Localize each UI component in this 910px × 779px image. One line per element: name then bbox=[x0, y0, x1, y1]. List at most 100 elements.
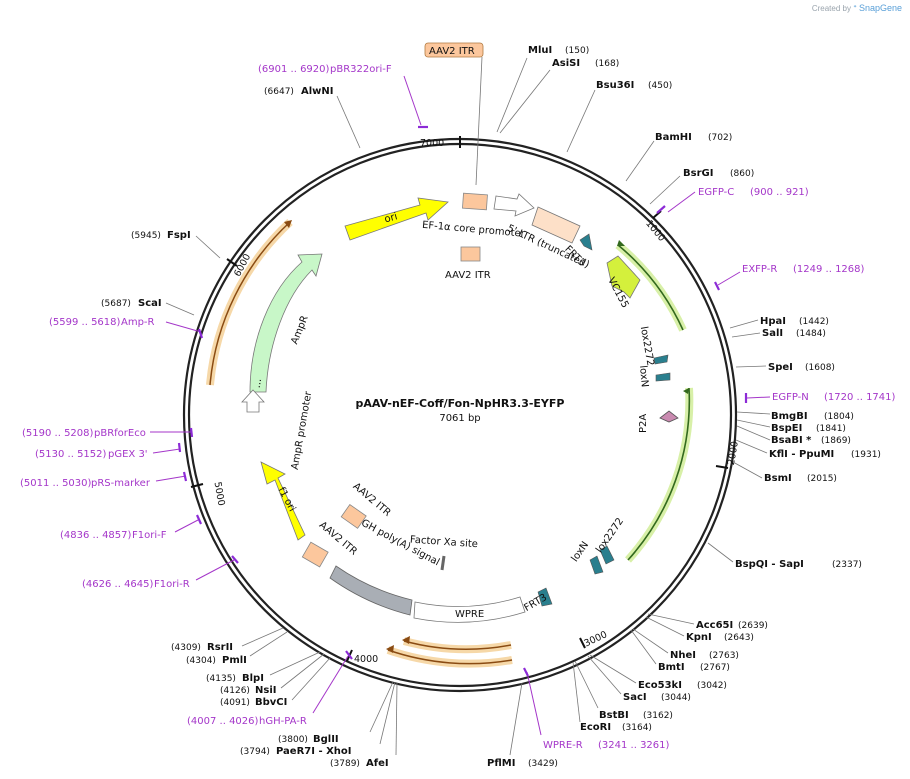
site-fspi[interactable]: (5945) FspI bbox=[131, 230, 221, 259]
site-sali[interactable]: SalI (1484) bbox=[731, 328, 826, 339]
site-bbvci[interactable]: (4091) BbvCI bbox=[220, 657, 331, 708]
svg-text:(4309): (4309) bbox=[171, 643, 201, 653]
feature-wpre[interactable]: WPRE bbox=[413, 596, 526, 623]
site-pflmi[interactable]: PflMI (3429) bbox=[487, 682, 558, 769]
svg-text:MluI: MluI bbox=[528, 45, 552, 56]
aav2-itr-top-leader bbox=[475, 56, 483, 186]
svg-text:(168): (168) bbox=[595, 59, 619, 69]
site-kpni[interactable]: KpnI (2643) bbox=[645, 616, 754, 643]
feature-orange-arrow-left[interactable] bbox=[206, 219, 293, 386]
svg-text:(5687): (5687) bbox=[101, 299, 131, 309]
feature-aav2-itr-lower-a[interactable]: AAV2 ITR bbox=[301, 520, 359, 568]
feature-orange-arrow-2[interactable] bbox=[386, 645, 513, 668]
site-pmli[interactable]: (4304) PmlI bbox=[186, 631, 288, 666]
svg-text:(4304): (4304) bbox=[186, 656, 216, 666]
site-mlui[interactable]: MluI (150) bbox=[496, 45, 589, 133]
svg-text:SpeI: SpeI bbox=[768, 362, 793, 373]
feature-vc155[interactable]: VC155 bbox=[605, 255, 641, 310]
feature-aav2-itr-top-box[interactable] bbox=[462, 192, 488, 211]
site-bstbi[interactable]: BstBI (3162) bbox=[574, 660, 673, 721]
feature-orange-arrow-1[interactable] bbox=[402, 636, 512, 654]
site-scai[interactable]: (5687) ScaI bbox=[101, 298, 195, 316]
feature-factor-xa-site[interactable]: Factor Xa site bbox=[410, 534, 479, 571]
svg-text:EcoRI: EcoRI bbox=[580, 722, 611, 733]
site-bsabi[interactable]: BsaBI * (1869) bbox=[736, 425, 851, 446]
svg-text:(1931): (1931) bbox=[851, 450, 881, 460]
feature-frt3-lower[interactable]: FRT3 bbox=[522, 587, 553, 614]
site-blpi[interactable]: (4135) BlpI bbox=[206, 651, 321, 684]
site-acc65i[interactable]: Acc65I (2639) bbox=[647, 613, 768, 631]
site-hpai[interactable]: HpaI (1442) bbox=[729, 316, 829, 329]
svg-text:(2767): (2767) bbox=[700, 663, 730, 673]
site-bspqi-sapi[interactable]: BspQI - SapI (2337) bbox=[707, 542, 862, 570]
feature-p2a[interactable]: P2A bbox=[638, 410, 679, 433]
svg-text:(4836 .. 4857): (4836 .. 4857) bbox=[60, 530, 132, 541]
svg-text:(2763): (2763) bbox=[709, 651, 739, 661]
tick-2000: 2000 bbox=[726, 440, 741, 466]
svg-text:BmtI: BmtI bbox=[658, 662, 685, 673]
feature-f1ori[interactable]: f1 ori bbox=[260, 461, 306, 541]
svg-text:f1 ori: f1 ori bbox=[275, 485, 297, 513]
primer-exfp-r[interactable]: EXFP-R (1249 .. 1268) bbox=[714, 264, 865, 291]
feature-hgh-polya[interactable]: hGH poly(A) signal bbox=[329, 515, 441, 616]
site-bmgbi[interactable]: BmgBI (1804) bbox=[736, 411, 854, 422]
svg-text:(1841): (1841) bbox=[816, 424, 846, 434]
site-bsu36i[interactable]: Bsu36I (450) bbox=[566, 80, 672, 153]
svg-text:EXFP-R: EXFP-R bbox=[742, 264, 777, 275]
svg-text:BamHI: BamHI bbox=[655, 132, 692, 143]
svg-text:AmpR: AmpR bbox=[289, 314, 310, 346]
primer-pbrforeco[interactable]: (5190 .. 5208) pBRforEco bbox=[22, 427, 194, 439]
site-bamhi[interactable]: BamHI (702) bbox=[625, 132, 732, 182]
site-alwni[interactable]: (6647) AlwNI bbox=[264, 86, 361, 149]
site-rsrii[interactable]: (4309) RsrII bbox=[171, 627, 284, 653]
primer-egfp-n[interactable]: EGFP-N (1720 .. 1741) bbox=[744, 392, 896, 403]
site-nsii[interactable]: (4126) NsiI bbox=[220, 653, 325, 696]
site-spei[interactable]: SpeI (1608) bbox=[735, 362, 835, 373]
site-nhei[interactable]: NheI (2763) bbox=[632, 628, 739, 661]
svg-text:(5130 .. 5152): (5130 .. 5152) bbox=[35, 449, 107, 460]
feature-ampr-promoter[interactable]: AmpR promoter bbox=[241, 389, 314, 471]
site-bmti[interactable]: BmtI (2767) bbox=[630, 629, 730, 673]
site-ecori[interactable]: EcoRI (3164) bbox=[572, 661, 652, 733]
site-saci[interactable]: SacI (3044) bbox=[587, 655, 691, 703]
feature-ampr[interactable]: AmpR ... bbox=[249, 253, 323, 393]
site-bsmi[interactable]: BsmI (2015) bbox=[732, 461, 837, 484]
svg-text:BsrGI: BsrGI bbox=[683, 168, 713, 179]
svg-text:(150): (150) bbox=[565, 46, 589, 56]
svg-text:(5945): (5945) bbox=[131, 231, 161, 241]
primer-pgex3[interactable]: (5130 .. 5152) pGEX 3' bbox=[35, 442, 182, 460]
svg-text:(450): (450) bbox=[648, 81, 672, 91]
feature-lox2272-lower[interactable]: lox2272 bbox=[594, 516, 626, 565]
primer-prs-marker[interactable]: (5011 .. 5030) pRS-marker bbox=[20, 471, 188, 489]
primer-f1ori-f[interactable]: (4836 .. 4857) F1ori-F bbox=[60, 514, 203, 541]
primer-hgh-pa-r[interactable]: (4007 .. 4026) hGH-PA-R bbox=[187, 650, 353, 727]
svg-text:(1442): (1442) bbox=[799, 317, 829, 327]
site-paer7i-xhoi[interactable]: (3794) PaeR7I - XhoI bbox=[240, 681, 396, 757]
feature-ori[interactable]: ori bbox=[344, 197, 449, 241]
primer-amp-r[interactable]: (5599 .. 5618) Amp-R bbox=[49, 317, 204, 339]
svg-text:(2015): (2015) bbox=[807, 474, 837, 484]
feature-orf-green[interactable] bbox=[615, 240, 694, 563]
svg-text:F1ori-F: F1ori-F bbox=[132, 530, 167, 541]
site-kfli-ppumi[interactable]: KflI - PpuMI (1931) bbox=[735, 439, 881, 460]
svg-text:F1ori-R: F1ori-R bbox=[154, 579, 190, 590]
svg-text:P2A: P2A bbox=[638, 414, 649, 433]
site-eco53ki[interactable]: Eco53kI (3042) bbox=[589, 654, 727, 691]
svg-text:Eco53kI: Eco53kI bbox=[638, 680, 682, 691]
svg-text:...: ... bbox=[252, 378, 264, 389]
site-bspei[interactable]: BspEI (1841) bbox=[736, 419, 846, 434]
svg-text:BspQI - SapI: BspQI - SapI bbox=[735, 559, 804, 570]
feature-aav2-itr-inner[interactable]: AAV2 ITR bbox=[445, 246, 491, 281]
site-afei[interactable]: (3789) AfeI bbox=[330, 682, 398, 769]
site-bglii[interactable]: (3800) BglII bbox=[278, 681, 394, 745]
site-asisi[interactable]: AsiSI (168) bbox=[499, 58, 619, 134]
svg-text:(3800): (3800) bbox=[278, 735, 308, 745]
primer-egfp-c[interactable]: EGFP-C (900 .. 921) bbox=[656, 187, 809, 214]
site-bsrgi[interactable]: BsrGI (860) bbox=[649, 168, 754, 205]
primer-f1ori-r[interactable]: (4626 .. 4645) F1ori-R bbox=[82, 555, 239, 590]
primer-pbr322ori-f[interactable]: (6901 .. 6920) pBR322ori-F bbox=[258, 64, 428, 129]
feature-loxn-upper[interactable]: loxN bbox=[637, 365, 671, 388]
primer-wpre-r[interactable]: WPRE-R (3241 .. 3261) bbox=[523, 667, 670, 751]
svg-text:BstBI: BstBI bbox=[599, 710, 629, 721]
feature-lox2272-upper[interactable]: lox2272 bbox=[638, 326, 669, 367]
